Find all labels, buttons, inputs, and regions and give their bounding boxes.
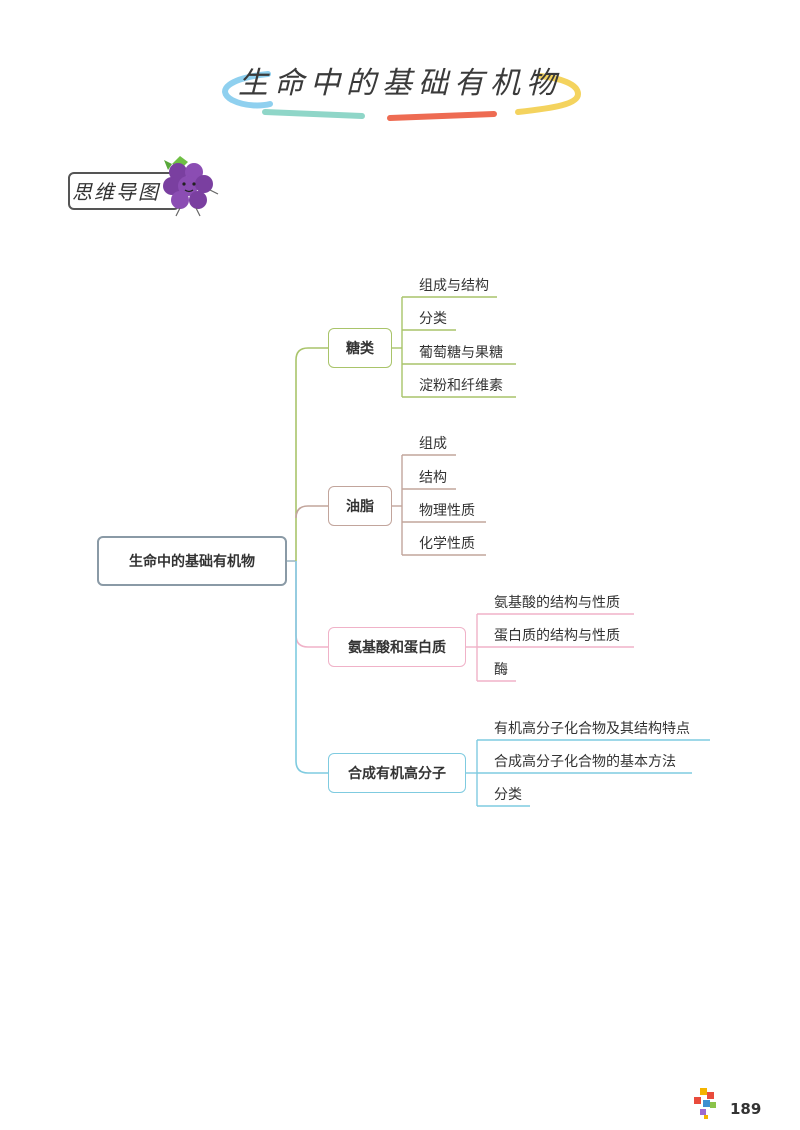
grapes-icon — [163, 156, 219, 217]
leaf-item: 分类 — [494, 787, 522, 803]
page-number: 189 — [730, 1100, 762, 1118]
title-decoration — [222, 71, 582, 121]
leaf-item: 氨基酸的结构与性质 — [494, 595, 620, 611]
leaf-item: 合成高分子化合物的基本方法 — [494, 754, 676, 770]
branch-node-sugars: 糖类 — [328, 328, 392, 368]
branch-node-fats: 油脂 — [328, 486, 392, 526]
leaf-item: 组成与结构 — [419, 278, 489, 294]
leaf-item: 酶 — [494, 662, 508, 678]
branch-label: 合成有机高分子 — [348, 766, 446, 782]
page-title: 生命中的基础有机物 — [238, 66, 562, 101]
branch-label: 油脂 — [346, 499, 374, 515]
branch-node-synthetic-polymers: 合成有机高分子 — [328, 753, 466, 793]
publisher-logo-icon — [694, 1088, 716, 1119]
root-label: 生命中的基础有机物 — [129, 554, 255, 570]
leaf-item: 蛋白质的结构与性质 — [494, 628, 620, 644]
leaf-item: 物理性质 — [419, 503, 475, 519]
leaf-item: 分类 — [419, 311, 447, 327]
mindmap-badge — [68, 172, 180, 210]
root-node: 生命中的基础有机物 — [97, 536, 287, 586]
branch-label: 氨基酸和蛋白质 — [348, 640, 446, 656]
branch-label: 糖类 — [346, 341, 374, 357]
leaf-item: 化学性质 — [419, 536, 475, 552]
leaf-item: 淀粉和纤维素 — [419, 378, 503, 394]
leaf-item: 有机高分子化合物及其结构特点 — [494, 721, 690, 737]
leaf-item: 组成 — [419, 436, 447, 452]
branch-node-amino-acids-proteins: 氨基酸和蛋白质 — [328, 627, 466, 667]
leaf-item: 葡萄糖与果糖 — [419, 345, 503, 361]
leaf-item: 结构 — [419, 470, 447, 486]
mindmap-badge-label: 思维导图 — [72, 180, 160, 204]
